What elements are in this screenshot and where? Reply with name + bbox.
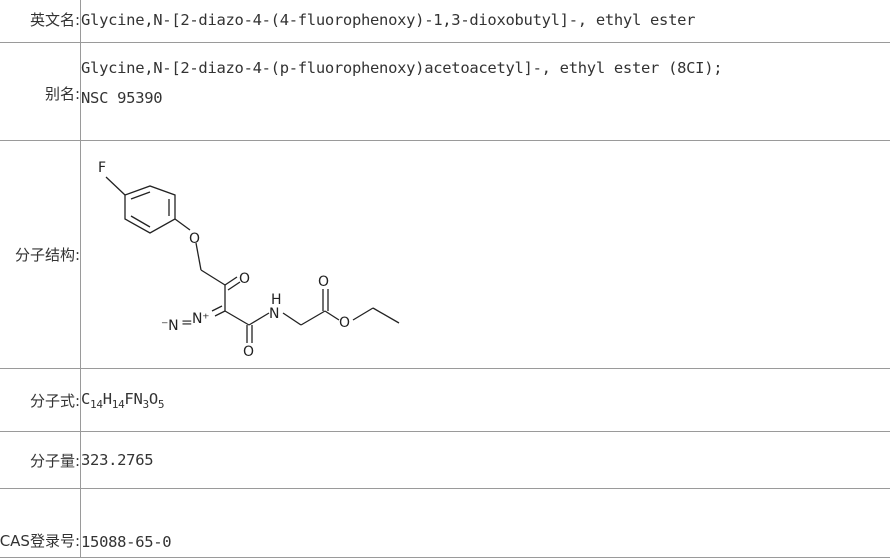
english-name-label: 英文名:	[0, 0, 81, 43]
bond-o-ch2	[196, 243, 201, 270]
formula-count-o: 5	[158, 398, 164, 411]
row-formula: 分子式: C14H14FN3O5	[0, 369, 890, 432]
bond-c3-o-1	[225, 277, 237, 285]
atom-ether-oxygen: O	[189, 231, 200, 247]
molecular-structure-diagram: F O O N H O O ⁻N = N⁺ O	[89, 147, 449, 362]
bond-n-ch2	[283, 313, 301, 325]
formula-value: C14H14FN3O5	[81, 369, 890, 432]
row-cas: CAS登录号: 15088-65-0	[0, 489, 890, 558]
formula-count-h: 14	[112, 398, 125, 411]
atom-amide-nitrogen: N	[269, 306, 279, 322]
bond-c1-n	[249, 313, 269, 325]
cas-value: 15088-65-0	[81, 489, 890, 558]
row-alias: 别名: Glycine,N-[2-diazo-4-(p-fluorophenox…	[0, 43, 890, 141]
aromatic-inner-3	[131, 216, 150, 227]
atom-ester-carbonyl-oxygen: O	[318, 274, 329, 290]
alias-value-line-2: NSC 95390	[81, 83, 890, 113]
bond-o-ch2-ethyl	[353, 308, 373, 320]
atom-diazo-equals: =	[181, 315, 192, 331]
row-molecular-weight: 分子量: 323.2765	[0, 432, 890, 489]
atom-diazo-central: N⁺	[192, 311, 209, 327]
atom-fluorine: F	[98, 160, 106, 176]
structure-bonds	[106, 177, 399, 343]
bond-ch2-cester	[301, 311, 325, 325]
bond-c2-c1	[225, 311, 249, 325]
molecular-weight-value: 323.2765	[81, 432, 890, 489]
structure-label: 分子结构:	[0, 141, 81, 369]
row-structure: 分子结构:	[0, 141, 890, 369]
bond-cester-o	[325, 311, 339, 320]
atom-amide-carbonyl-oxygen: O	[243, 344, 254, 360]
benzene-ring	[125, 186, 175, 233]
molecular-weight-label: 分子量:	[0, 432, 81, 489]
formula-count-c: 14	[90, 398, 103, 411]
alias-value-line-1: Glycine,N-[2-diazo-4-(p-fluorophenoxy)ac…	[81, 53, 890, 83]
atom-ester-oxygen: O	[339, 315, 350, 331]
atom-ketone-oxygen: O	[239, 271, 250, 287]
formula-element-h: H	[103, 390, 112, 408]
row-english-name: 英文名: Glycine,N-[2-diazo-4-(4-fluoropheno…	[0, 0, 890, 43]
bond-ethyl-ch3	[373, 308, 399, 323]
alias-value: Glycine,N-[2-diazo-4-(p-fluorophenoxy)ac…	[81, 43, 890, 141]
bond-c2-n-1	[215, 311, 225, 316]
formula-element-fn: FN	[124, 390, 142, 408]
structure-cell: F O O N H O O ⁻N = N⁺ O	[81, 141, 890, 369]
bond-c2-n-2	[212, 306, 222, 311]
alias-label: 别名:	[0, 43, 81, 141]
atom-diazo-terminal: ⁻N	[161, 318, 178, 334]
bond-ch2-c3	[201, 270, 225, 285]
formula-element-c: C	[81, 390, 90, 408]
formula-label: 分子式:	[0, 369, 81, 432]
atom-amide-hydrogen: H	[271, 292, 281, 308]
cas-label: CAS登录号:	[0, 489, 81, 558]
english-name-value: Glycine,N-[2-diazo-4-(4-fluorophenoxy)-1…	[81, 0, 890, 43]
bond-ring-o	[175, 219, 190, 230]
formula-element-o: O	[149, 390, 158, 408]
bond-f-ring	[106, 177, 125, 195]
aromatic-inner-1	[131, 192, 150, 199]
